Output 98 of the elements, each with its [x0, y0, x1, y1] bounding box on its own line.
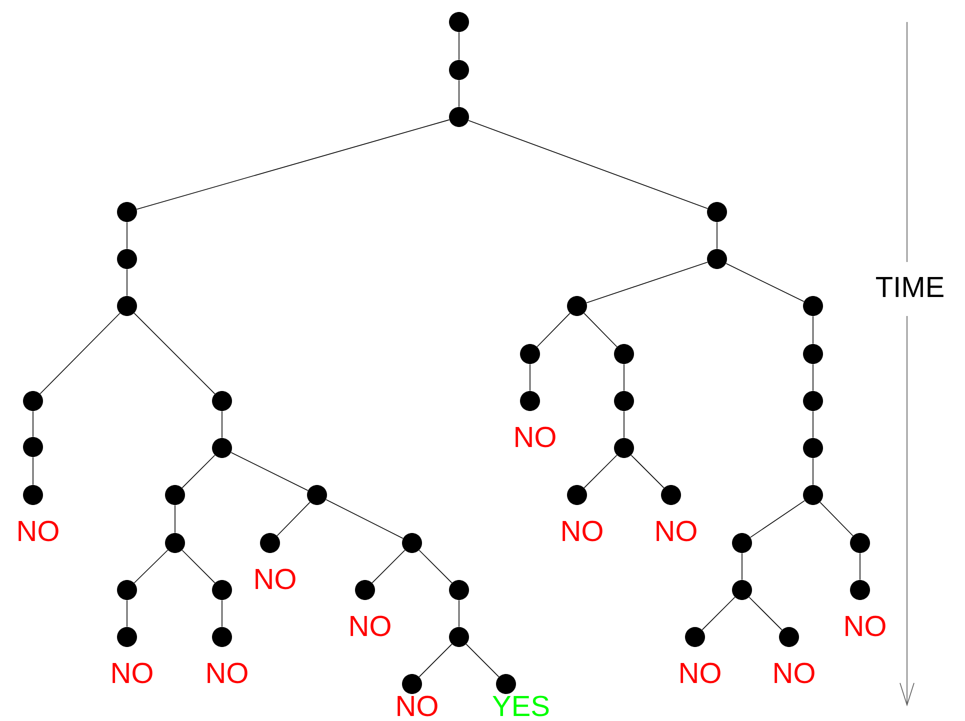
tree-node [614, 438, 634, 458]
branch-line [812, 364, 814, 392]
tree-node [23, 391, 43, 411]
branch-line [812, 458, 814, 486]
branch-line [812, 410, 814, 438]
tree-node [165, 485, 185, 505]
tree-node [614, 391, 634, 411]
outcome-label: NO [656, 520, 696, 542]
branch-line [126, 222, 128, 250]
branch-line [418, 644, 452, 678]
branch-line [182, 454, 216, 488]
branch-line [584, 454, 618, 488]
tree-node [520, 391, 540, 411]
branch-line [458, 32, 460, 60]
branch-line [134, 550, 168, 584]
branch-line [536, 312, 570, 348]
branch-line [136, 119, 450, 210]
tree-node [803, 391, 824, 411]
tree-node [567, 296, 587, 316]
outcome-label: NO [112, 662, 152, 684]
tree-node [117, 296, 137, 316]
tree-node [23, 485, 43, 505]
tree-node [803, 344, 824, 364]
branch-line [468, 120, 708, 209]
branch-line [630, 454, 664, 488]
axis-label: TIME [876, 277, 944, 297]
branch-line [702, 596, 736, 630]
outcome-label: NO [18, 520, 58, 542]
tree-node [355, 580, 375, 600]
tree-node [707, 202, 727, 222]
branch-line [584, 312, 618, 348]
tree-node [212, 391, 232, 411]
branch-line [586, 262, 708, 304]
tree-node [779, 627, 799, 647]
branch-line [466, 644, 500, 678]
tree-node [117, 580, 137, 600]
tree-node [23, 437, 43, 457]
branch-line [126, 268, 128, 296]
outcome-label: NO [562, 520, 602, 542]
tree-node [117, 202, 137, 222]
branch-line [126, 600, 128, 628]
tree-node [260, 533, 280, 553]
tree-node [449, 627, 469, 647]
tree-node [449, 107, 469, 127]
tree-node [307, 485, 327, 505]
branch-line [134, 312, 216, 394]
branch-line [174, 504, 176, 534]
branch-line [750, 500, 805, 538]
outcome-label: NO [846, 616, 886, 636]
tree-node [402, 533, 422, 553]
tree-node [165, 533, 185, 553]
outcome-label: NO [350, 616, 390, 636]
branch-line [326, 499, 404, 539]
tree-node [449, 12, 469, 32]
tree-node [117, 249, 137, 269]
tree-node [707, 249, 727, 269]
branch-line [32, 456, 34, 486]
tree-node [567, 485, 587, 505]
tree-node [212, 580, 232, 600]
branch-line [182, 550, 216, 584]
outcome-label: NO [774, 662, 814, 684]
tree-node [402, 674, 422, 694]
branch-line [820, 502, 854, 536]
branch-line [458, 600, 460, 628]
branch-line [372, 550, 406, 584]
branch-line [32, 410, 34, 438]
tree-node [212, 627, 232, 647]
branch-line [748, 596, 782, 630]
outcome-label: NO [256, 568, 296, 590]
tree-node [520, 344, 540, 364]
branch-line [276, 502, 310, 536]
branch-line [716, 222, 718, 250]
tree-node [732, 580, 752, 600]
branch-line [458, 80, 460, 108]
tree-node [803, 485, 824, 505]
branch-line [40, 312, 120, 394]
branch-line [230, 452, 308, 491]
outcome-label: NO [398, 696, 438, 716]
tree-node [614, 344, 634, 364]
outcome-label: YES [492, 696, 549, 716]
outcome-label: NO [680, 662, 720, 684]
tree-node [212, 438, 232, 458]
tree-node [449, 60, 469, 80]
branch-line [418, 550, 452, 584]
tree-node [803, 296, 824, 316]
tree-node [850, 533, 870, 553]
outcome-label: NO [208, 662, 248, 684]
branch-line [812, 316, 814, 344]
tree-node [850, 580, 870, 600]
tree-node [117, 627, 137, 647]
branch-line [726, 263, 804, 302]
tree-node [496, 674, 516, 694]
tree-node [449, 580, 469, 600]
outcome-label: NO [516, 426, 556, 448]
tree-node [685, 627, 705, 647]
tree-node [732, 533, 752, 553]
tree-node [803, 438, 824, 458]
tree-node [661, 485, 681, 505]
